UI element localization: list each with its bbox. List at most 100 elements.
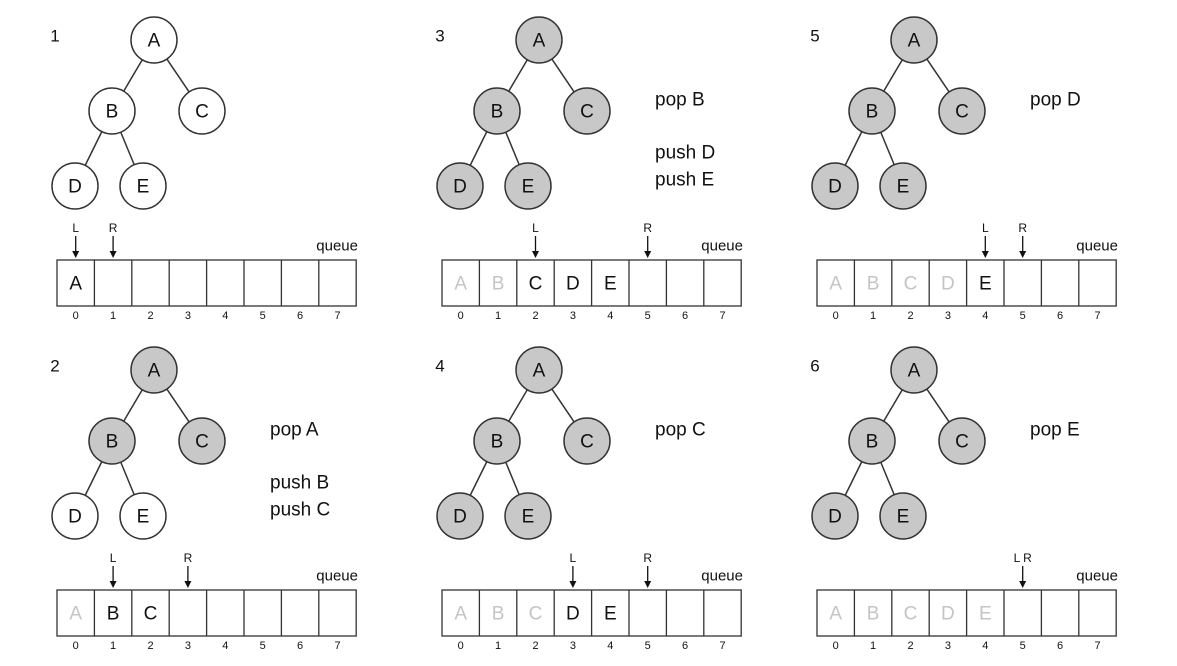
tree-node-label-C: C	[955, 102, 969, 123]
tree-edge-A-B	[883, 59, 903, 92]
queue-index-label: 6	[682, 640, 688, 652]
queue-label: queue	[1076, 238, 1118, 255]
tree-node-A	[515, 16, 563, 64]
queue-cell-value: E	[979, 274, 992, 295]
queue-cell-value: C	[904, 274, 918, 295]
queue-cell-value: A	[829, 274, 842, 295]
left-pointer-arrowhead	[981, 251, 989, 258]
queue-cell-value: D	[566, 604, 580, 625]
queue-cell-value: D	[941, 604, 955, 625]
tree-node-D	[51, 492, 99, 540]
tree-node-A	[890, 346, 938, 394]
queue-cell-value: E	[604, 274, 617, 295]
queue-label: queue	[316, 568, 358, 585]
left-pointer-label: L	[110, 551, 117, 565]
tree-node-C	[563, 417, 611, 465]
queue-index-label: 4	[607, 310, 613, 322]
queue-index-label: 2	[907, 310, 913, 322]
tree-node-E	[879, 162, 927, 210]
queue-index-label: 4	[982, 640, 988, 652]
tree-node-C	[178, 87, 226, 135]
tree-node-D	[436, 162, 484, 210]
tree-edge-A-B	[508, 59, 528, 92]
tree-node-label-E: E	[137, 507, 150, 528]
right-pointer-arrowhead	[1019, 251, 1027, 258]
tree-node-label-B: B	[491, 432, 504, 453]
left-pointer-arrowhead	[109, 581, 117, 588]
queue-index-label: 0	[73, 310, 79, 322]
queue-index-label: 2	[532, 640, 538, 652]
right-pointer-arrowhead	[644, 251, 652, 258]
tree-node-A	[130, 346, 178, 394]
tree-node-C	[178, 417, 226, 465]
tree-node-E	[504, 162, 552, 210]
queue-cell-value: E	[979, 604, 992, 625]
queue-index-label: 7	[334, 640, 340, 652]
queue-index-label: 3	[570, 640, 576, 652]
operation-text: push D	[655, 143, 715, 164]
step-number: 2	[50, 357, 59, 376]
right-pointer-arrowhead	[184, 581, 192, 588]
tree-node-label-B: B	[106, 432, 119, 453]
queue-label: queue	[316, 238, 358, 255]
queue-cell-value: D	[941, 274, 955, 295]
tree-edge-B-E	[880, 131, 895, 166]
tree-node-label-D: D	[828, 507, 842, 528]
queue-label: queue	[701, 568, 743, 585]
queue-index-label: 1	[110, 310, 116, 322]
tree-edge-B-D	[469, 131, 488, 166]
tree-node-A	[515, 346, 563, 394]
tree-edge-B-E	[880, 461, 895, 496]
tree-edge-A-C	[551, 388, 575, 423]
tree-node-E	[504, 492, 552, 540]
step-number: 3	[435, 27, 444, 46]
queue-index-label: 2	[907, 640, 913, 652]
queue-cell-value: C	[529, 604, 543, 625]
queue-index-label: 6	[1057, 310, 1063, 322]
tree-node-label-D: D	[68, 177, 82, 198]
operation-text: push B	[270, 473, 329, 494]
queue-index-label: 7	[1094, 640, 1100, 652]
tree-node-label-E: E	[897, 507, 910, 528]
right-pointer-label: R	[643, 221, 652, 235]
tree-node-label-E: E	[522, 507, 535, 528]
queue-index-label: 4	[982, 310, 988, 322]
tree-node-A	[130, 16, 178, 64]
queue-index-label: 6	[297, 640, 303, 652]
tree-edge-A-C	[166, 58, 190, 93]
queue-index-label: 3	[185, 640, 191, 652]
left-pointer-arrowhead	[72, 251, 80, 258]
tree-node-B	[88, 417, 136, 465]
tree-node-label-D: D	[828, 177, 842, 198]
queue-cell-value: B	[492, 274, 505, 295]
queue-cell-value: A	[454, 604, 467, 625]
tree-node-label-C: C	[955, 432, 969, 453]
tree-node-B	[473, 87, 521, 135]
tree-node-label-E: E	[522, 177, 535, 198]
tree-node-label-D: D	[453, 507, 467, 528]
queue-label: queue	[701, 238, 743, 255]
queue-index-label: 1	[495, 310, 501, 322]
tree-edge-B-E	[505, 131, 520, 166]
queue-index-label: 5	[260, 640, 266, 652]
queue-index-label: 3	[570, 310, 576, 322]
queue-index-label: 5	[260, 310, 266, 322]
operation-text: push E	[655, 170, 714, 191]
queue-index-label: 0	[458, 310, 464, 322]
queue-index-label: 7	[1094, 310, 1100, 322]
right-pointer-arrowhead	[644, 581, 652, 588]
tree-node-C	[938, 417, 986, 465]
operation-text: push C	[270, 500, 330, 521]
queue-index-label: 0	[73, 640, 79, 652]
step-number: 1	[50, 27, 59, 46]
queue-cell-value: C	[529, 274, 543, 295]
queue-index-label: 3	[185, 310, 191, 322]
queue-cell-value: D	[566, 274, 580, 295]
tree-edge-A-C	[926, 388, 950, 423]
queue-index-label: 6	[297, 310, 303, 322]
lr-pointer-label: L R	[1014, 551, 1033, 565]
tree-edge-B-D	[844, 131, 863, 166]
